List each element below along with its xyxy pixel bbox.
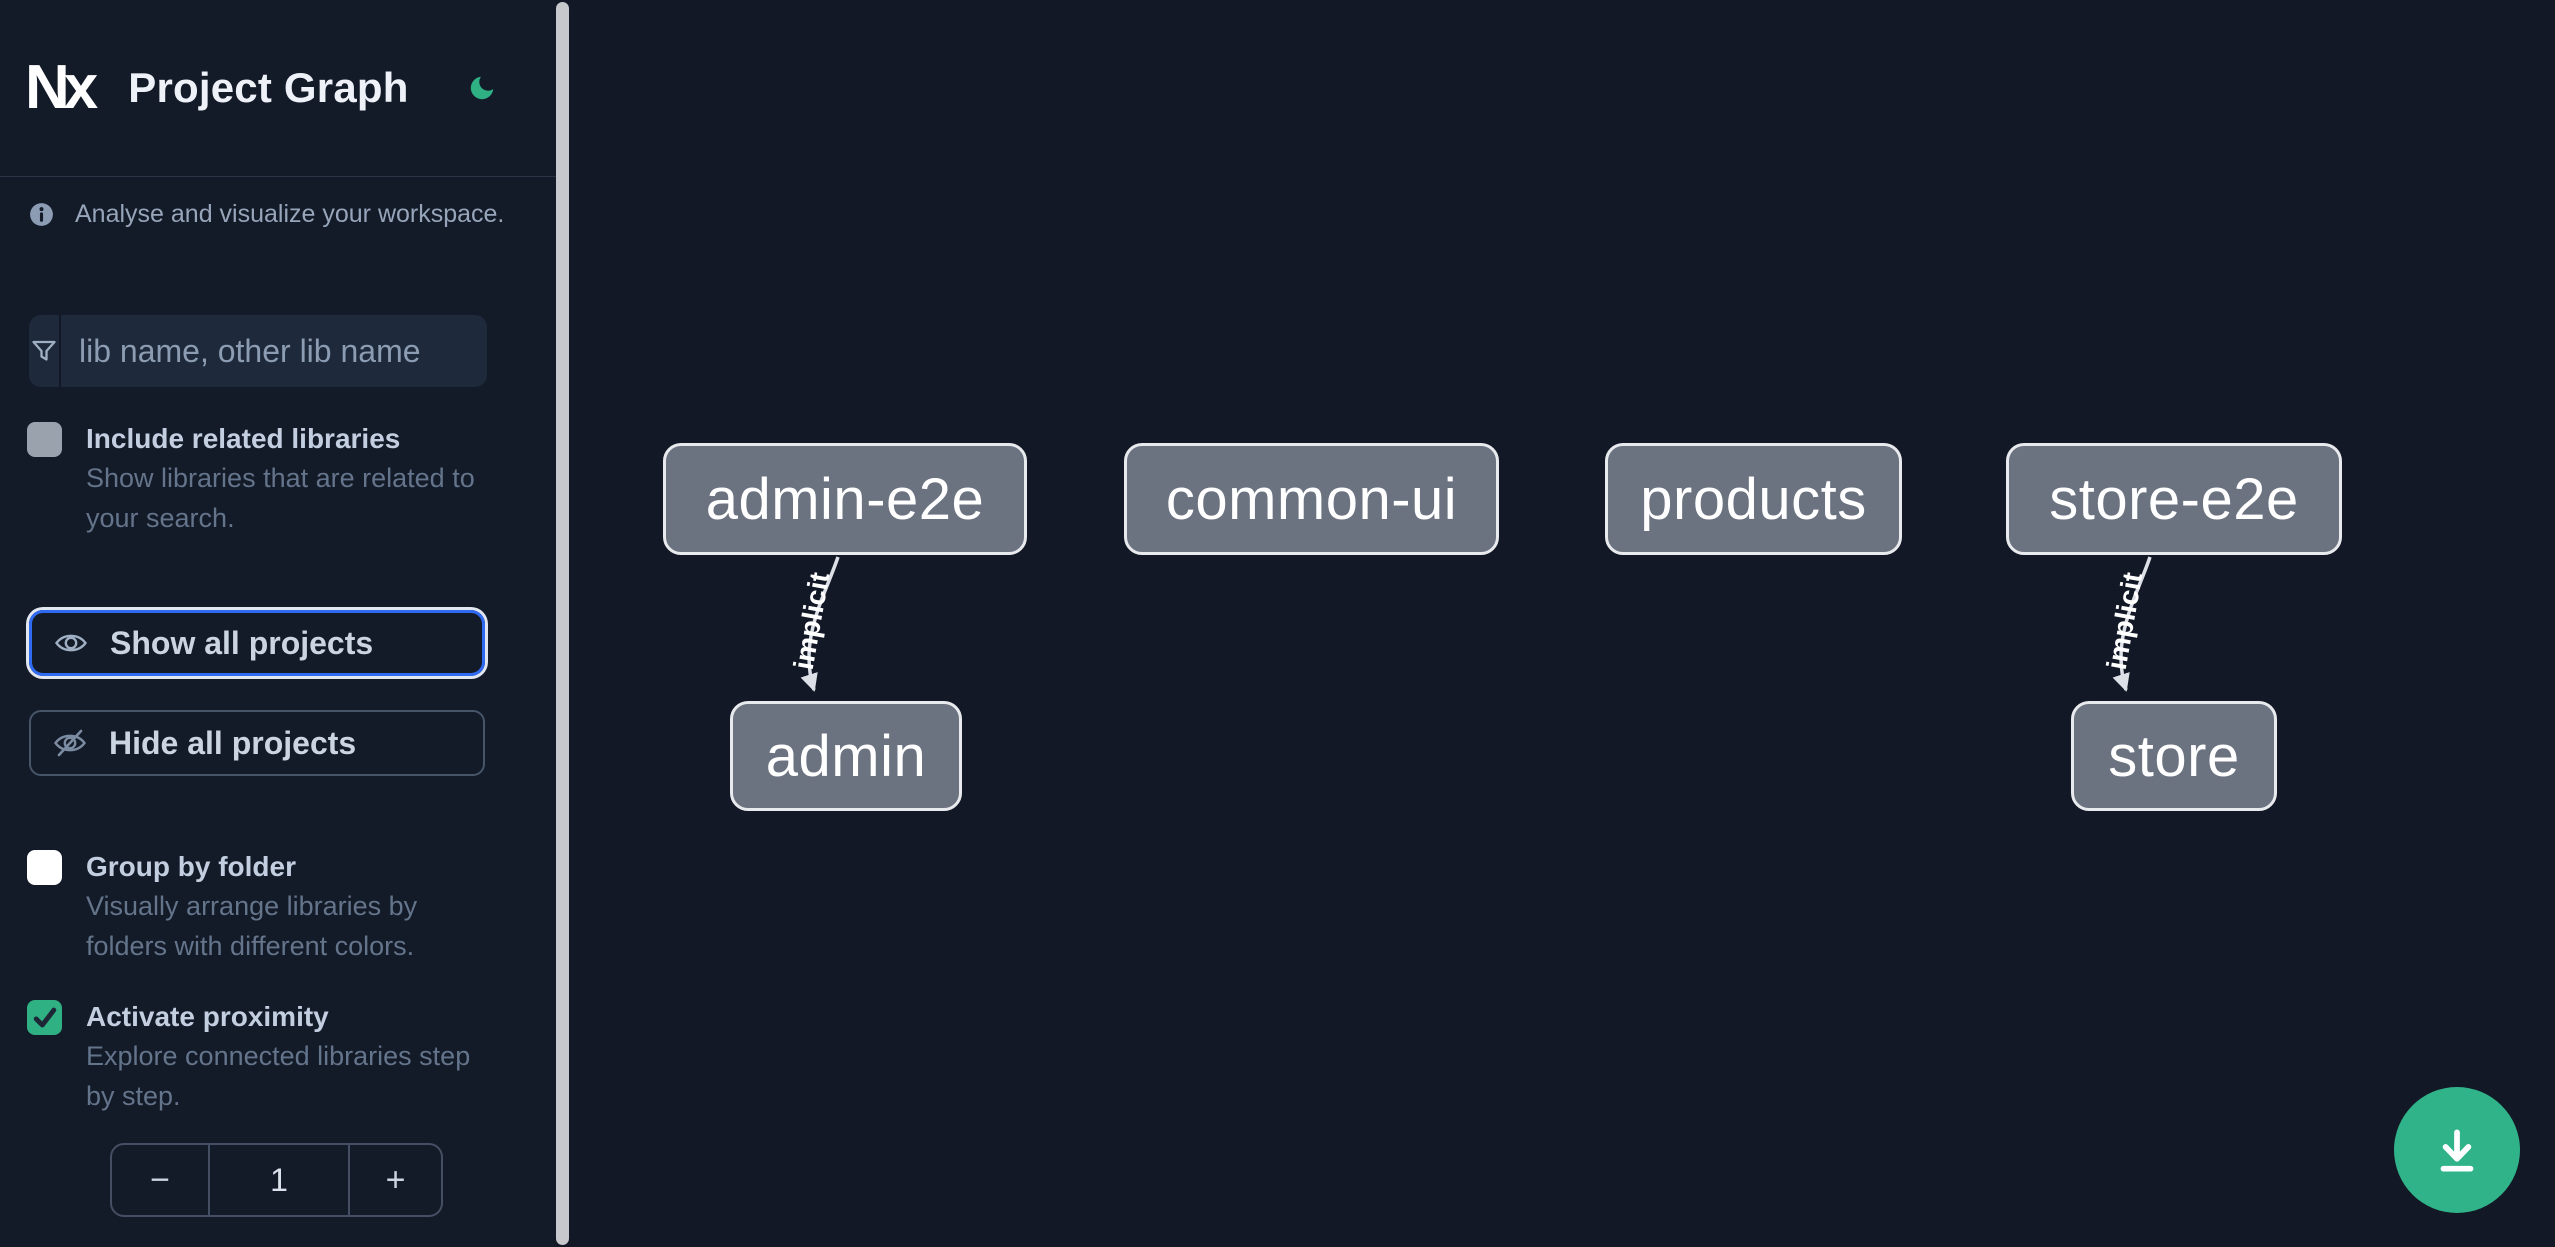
moon-icon	[467, 76, 497, 106]
decrement-button[interactable]: −	[112, 1145, 208, 1215]
include-related-description-line2: your search.	[86, 503, 235, 533]
increment-button[interactable]: +	[350, 1145, 441, 1215]
group-by-folder-label: Group by folder	[86, 851, 296, 882]
download-icon	[2430, 1123, 2484, 1177]
sidebar: Nx Project Graph Analyse and visualize y…	[0, 0, 557, 1247]
include-related-toggle: Include related libraries Show libraries…	[27, 420, 475, 538]
download-image-button[interactable]	[2394, 1087, 2520, 1213]
edge-label-implicit: implicit	[2100, 569, 2149, 672]
show-all-projects-button[interactable]: Show all projects	[29, 610, 485, 676]
project-search	[29, 315, 487, 387]
include-related-description-line1: Show libraries that are related to	[86, 463, 475, 493]
show-all-projects-label: Show all projects	[110, 624, 374, 661]
activate-proximity-description-line2: by step.	[86, 1081, 181, 1111]
activate-proximity-toggle: Activate proximity Explore connected lib…	[27, 998, 470, 1116]
include-related-label: Include related libraries	[86, 423, 401, 454]
include-related-checkbox[interactable]	[27, 422, 62, 457]
theme-toggle-button[interactable]	[463, 69, 501, 107]
search-input[interactable]	[61, 315, 487, 387]
activate-proximity-checkbox[interactable]	[27, 1000, 62, 1035]
group-by-folder-description-line1: Visually arrange libraries by	[86, 891, 418, 921]
info-text: Analyse and visualize your workspace.	[75, 200, 505, 228]
workspace-info: Analyse and visualize your workspace.	[0, 200, 557, 229]
node-admin[interactable]: admin	[730, 701, 962, 811]
filter-funnel-icon	[29, 315, 61, 387]
group-by-folder-description-line2: folders with different colors.	[86, 931, 415, 961]
hide-all-projects-label: Hide all projects	[109, 724, 357, 761]
group-by-folder-checkbox[interactable]	[27, 850, 62, 885]
proximity-depth-value: 1	[208, 1145, 350, 1215]
node-common-ui[interactable]: common-ui	[1124, 443, 1499, 555]
activate-proximity-label: Activate proximity	[86, 1001, 329, 1032]
group-by-folder-toggle: Group by folder Visually arrange librari…	[27, 848, 417, 966]
checkmark-icon	[30, 1003, 60, 1033]
activate-proximity-description-line1: Explore connected libraries step	[86, 1041, 471, 1071]
node-admin-e2e[interactable]: admin-e2e	[663, 443, 1027, 555]
info-icon	[28, 201, 55, 228]
eye-off-icon	[53, 726, 87, 760]
proximity-depth-stepper: − 1 +	[110, 1143, 443, 1217]
node-store-e2e[interactable]: store-e2e	[2006, 443, 2342, 555]
node-products[interactable]: products	[1605, 443, 1902, 555]
node-store[interactable]: store	[2071, 701, 2277, 811]
sidebar-scrollbar[interactable]	[556, 2, 569, 1245]
hide-all-projects-button[interactable]: Hide all projects	[29, 710, 485, 776]
eye-icon	[54, 626, 88, 660]
nx-logo: Nx	[25, 53, 98, 122]
sidebar-header: Nx Project Graph	[0, 0, 557, 177]
edge-label-implicit: implicit	[787, 569, 836, 672]
page-title: Project Graph	[128, 64, 409, 111]
